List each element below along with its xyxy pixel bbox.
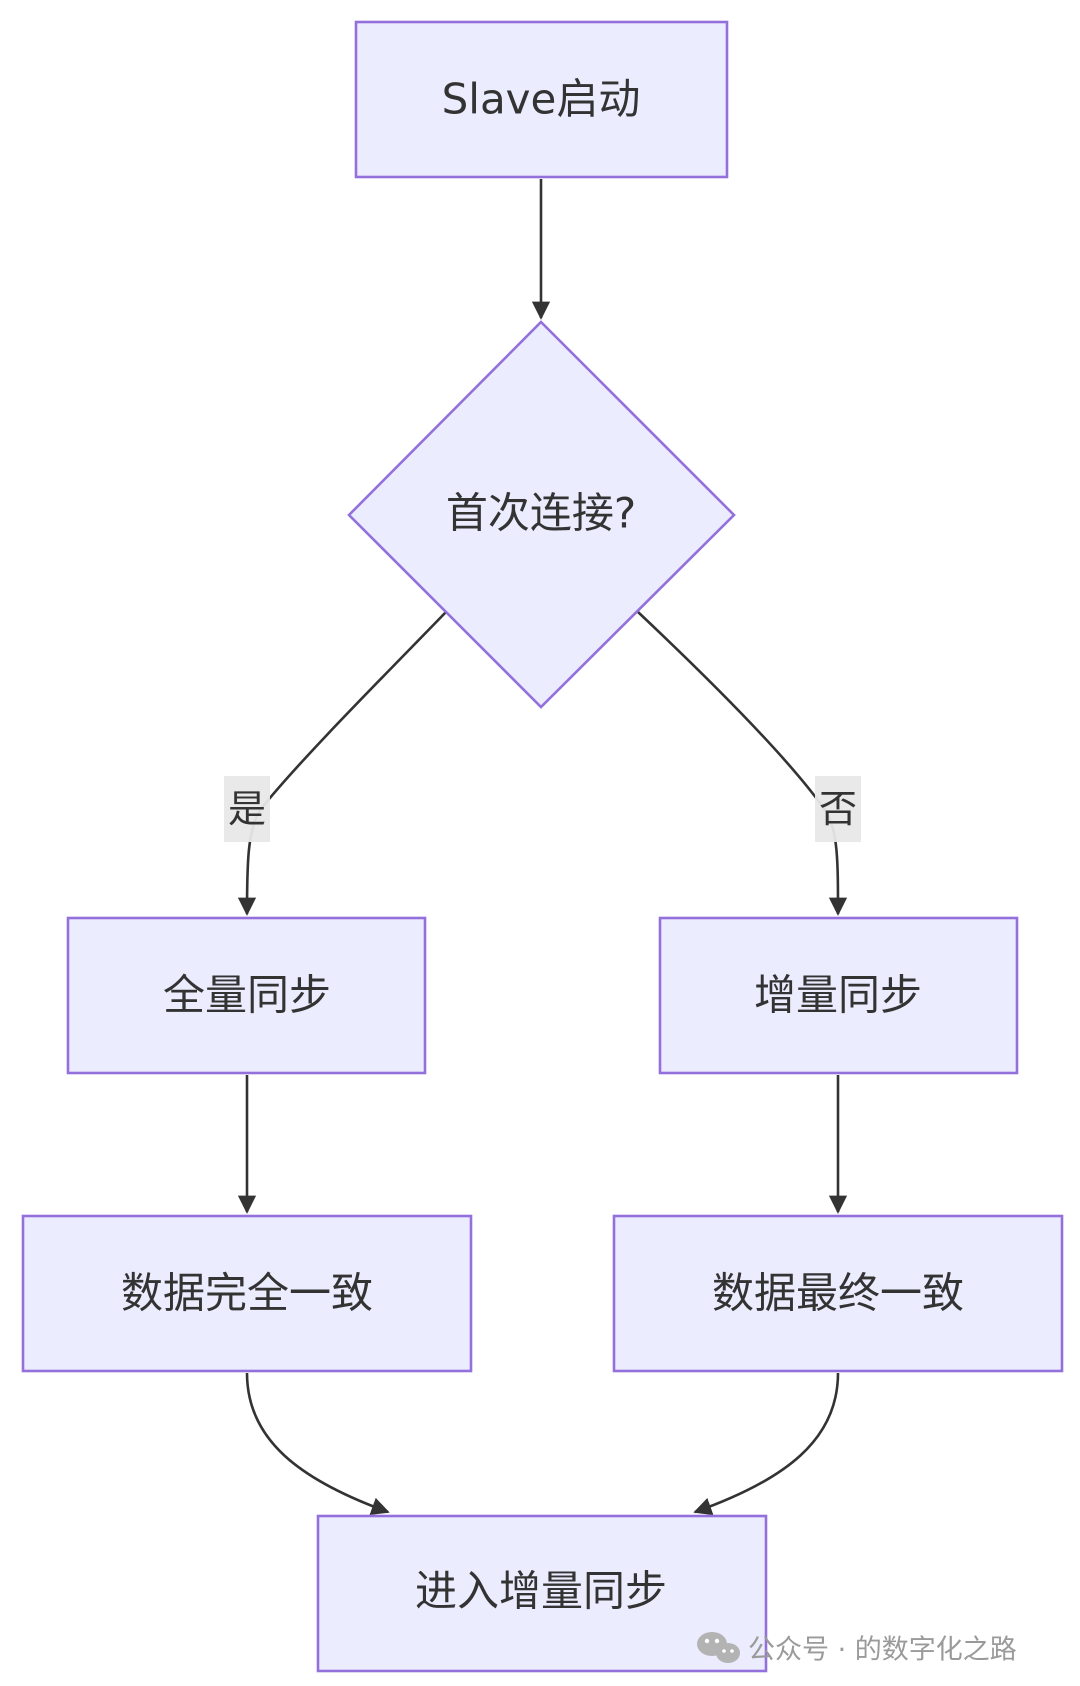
node-full-sync-label: 全量同步 (163, 971, 331, 1020)
node-data-eventually-consistent-label: 数据最终一致 (712, 1269, 964, 1318)
node-first-connect-decision: 首次连接? (347, 320, 736, 709)
edge-label-yes: 是 (224, 776, 270, 842)
edge-decision-to-full-sync (237, 611, 447, 916)
node-enter-incremental-sync: 进入增量同步 (316, 1514, 768, 1673)
node-incremental-sync-label: 增量同步 (754, 971, 922, 1020)
node-first-connect-decision-label: 首次连接? (446, 489, 636, 538)
node-data-fully-consistent: 数据完全一致 (21, 1214, 473, 1373)
watermark: 公众号 · 的数字化之路 (697, 1632, 1017, 1666)
node-slave-start: Slave启动 (354, 20, 729, 179)
edge-full-consistent-to-enter-incr (245, 1372, 390, 1515)
node-incremental-sync: 增量同步 (658, 916, 1019, 1075)
watermark-text: 公众号 · 的数字化之路 (748, 1635, 1017, 1666)
node-slave-start-label: Slave启动 (442, 75, 641, 124)
edge-label-no-text: 否 (819, 787, 857, 831)
wechat-icon (697, 1632, 740, 1663)
edge-eventual-consistent-to-enter-incr (693, 1372, 840, 1516)
edge-decision-to-incr-sync (637, 611, 848, 916)
node-full-sync: 全量同步 (66, 916, 427, 1075)
node-enter-incremental-sync-label: 进入增量同步 (415, 1567, 667, 1616)
node-data-eventually-consistent: 数据最终一致 (612, 1214, 1064, 1373)
edges (237, 179, 848, 1516)
edge-label-no: 否 (815, 776, 861, 842)
edge-label-yes-text: 是 (228, 787, 266, 831)
node-data-fully-consistent-label: 数据完全一致 (121, 1269, 373, 1318)
